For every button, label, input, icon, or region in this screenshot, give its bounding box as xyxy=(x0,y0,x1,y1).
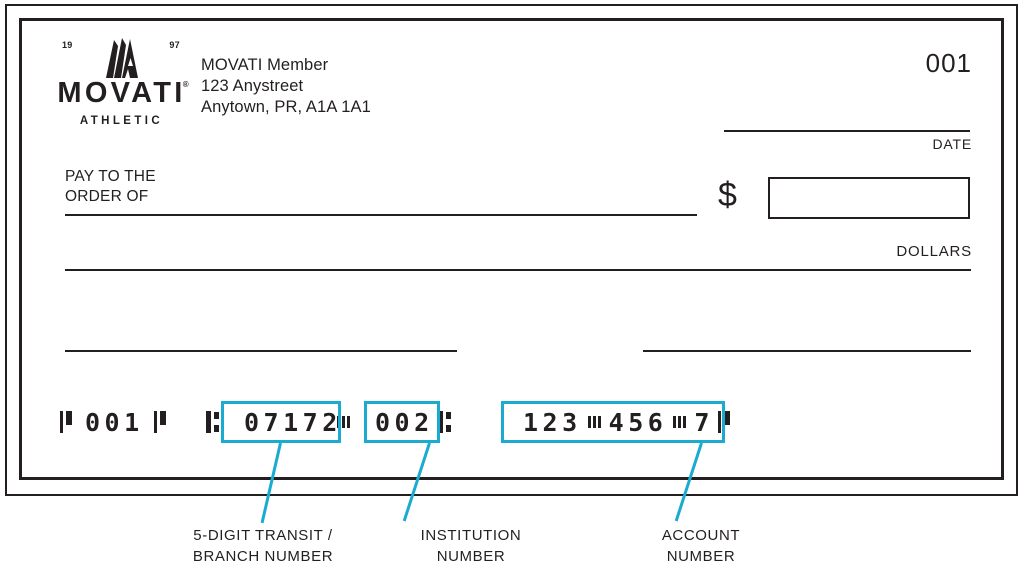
cheque-number: 001 xyxy=(925,48,972,78)
on-us-symbol-icon xyxy=(717,411,733,433)
dash-symbol-icon xyxy=(587,411,603,433)
highlight-box-transit xyxy=(221,401,341,443)
registered-trademark-icon: ® xyxy=(182,80,192,89)
highlight-box-account xyxy=(501,401,725,443)
micr-transit-branch-number: 07172 xyxy=(244,407,342,437)
transit-symbol-icon xyxy=(438,411,453,433)
micr-account-part-2: 456 xyxy=(608,407,668,437)
caption-account-line-1: ACCOUNT xyxy=(661,527,741,544)
micr-institution-number: 002 xyxy=(375,407,434,437)
micr-account-part-3: 7 xyxy=(694,407,714,437)
on-us-symbol-icon xyxy=(153,411,169,433)
micr-cheque-number-group: 001 xyxy=(60,403,169,441)
payer-city-line: Anytown, PR, A1A 1A1 xyxy=(201,98,371,116)
payer-street: 123 Anystreet xyxy=(201,77,304,95)
date-label: DATE xyxy=(932,136,972,152)
pay-to-the-order-of-label: PAY TO THE ORDER OF xyxy=(65,167,156,207)
micr-institution-group: 002 xyxy=(365,403,434,441)
caption-transit-line-1: 5-DIGIT TRANSIT / xyxy=(193,527,333,544)
mountain-peaks-icon xyxy=(106,38,138,78)
micr-transit-symbol-group xyxy=(206,403,221,441)
micr-account-part-1: 123 xyxy=(523,407,582,437)
logo-wordmark-label: MOVATI xyxy=(57,77,186,109)
payer-name: MOVATI Member xyxy=(201,56,329,74)
micr-transit-branch-group: 07172 xyxy=(234,403,342,441)
dollar-sign-icon: $ xyxy=(718,176,737,214)
pay-to-line-2: ORDER OF xyxy=(65,188,149,205)
caption-account: ACCOUNT NUMBER xyxy=(618,525,784,567)
logo-year-right: 97 xyxy=(169,40,180,50)
dash-symbol-icon xyxy=(673,411,688,433)
date-field-line[interactable] xyxy=(724,130,970,132)
micr-account-group: 123 456 7 xyxy=(515,403,733,441)
amount-numeric-box[interactable] xyxy=(768,177,970,219)
caption-institution-line-2: NUMBER xyxy=(436,548,506,565)
payee-field-line[interactable] xyxy=(65,214,697,216)
memo-field-line[interactable] xyxy=(65,350,457,352)
logo-mark-row: 19 97 xyxy=(50,36,190,78)
micr-transit-symbol-group-2 xyxy=(438,403,453,441)
highlight-box-institution xyxy=(364,401,440,443)
signature-field-line[interactable] xyxy=(643,350,971,352)
caption-institution-line-1: INSTITUTION xyxy=(420,527,522,544)
dollars-label: DOLLARS xyxy=(896,243,972,260)
logo-subword-label: ATHLETIC xyxy=(79,115,164,127)
logo-year-left: 19 xyxy=(62,40,73,50)
caption-account-line-2: NUMBER xyxy=(666,548,736,565)
movati-logo: 19 97 MOVATI® ATHLETIC xyxy=(50,36,190,127)
payer-address-block: MOVATI Member 123 Anystreet Anytown, PR,… xyxy=(201,55,371,118)
on-us-symbol-icon xyxy=(60,411,75,433)
caption-transit-line-2: BRANCH NUMBER xyxy=(192,548,334,565)
caption-institution: INSTITUTION NUMBER xyxy=(392,525,550,567)
caption-transit-branch: 5-DIGIT TRANSIT / BRANCH NUMBER xyxy=(160,525,366,567)
amount-in-words-line[interactable] xyxy=(65,269,971,271)
micr-cheque-number: 001 xyxy=(85,407,144,437)
transit-symbol-icon xyxy=(206,411,221,433)
pay-to-line-1: PAY TO THE xyxy=(65,168,156,185)
logo-wordmark-text: MOVATI® xyxy=(50,79,190,108)
